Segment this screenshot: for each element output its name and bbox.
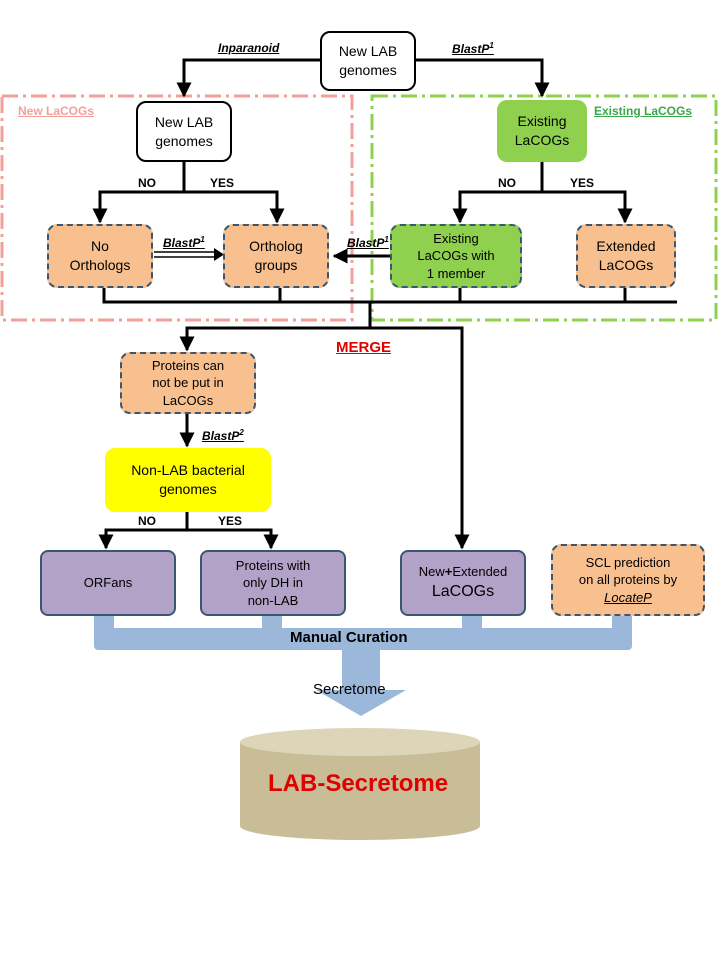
database-cylinder: [240, 728, 480, 840]
right-yes-label: YES: [570, 176, 595, 190]
arrow-inparanoid: [176, 58, 320, 98]
orfans-box: ORFans: [40, 550, 176, 616]
lab-secretome-database-label: LAB-Secretome: [268, 770, 449, 797]
new-extended-lacogs-box: New+Extended LaCOGs: [400, 550, 526, 616]
inparanoid-label: Inparanoid: [218, 41, 280, 55]
arrow-new-extended: [370, 326, 470, 550]
lower-yes-label: YES: [218, 514, 243, 528]
arrow-orfans: [98, 528, 187, 550]
merge-label: MERGE: [336, 339, 392, 356]
arrow-extended: [542, 190, 633, 224]
arrow-one-member: [452, 190, 542, 224]
arrow-only-dh: [187, 528, 279, 550]
blastp-mid-right-label: BlastP1: [347, 235, 389, 250]
arrow-no-orthologs: [92, 190, 184, 224]
arrow-ortholog-groups: [184, 190, 285, 224]
scl-prediction-box: SCL prediction on all proteins by Locate…: [551, 544, 705, 616]
secretome-label: Secretome: [313, 681, 386, 698]
blastp-lower-label: BlastP2: [202, 428, 244, 443]
right-no-label: NO: [498, 176, 516, 190]
curation-bar: [94, 612, 632, 716]
blastp-top-label: BlastP1: [452, 41, 494, 56]
manual-curation-label: Manual Curation: [290, 629, 408, 646]
left-yes-label: YES: [210, 176, 235, 190]
existing-lacogs-frame: [370, 94, 718, 322]
new-lacogs-section-title: New LaCOGs: [18, 104, 95, 118]
existing-lacogs-section-title: Existing LaCOGs: [594, 104, 693, 118]
arrow-blastp-top: [416, 58, 550, 98]
blastp-mid-left-label: BlastP1: [163, 235, 205, 250]
lower-no-label: NO: [138, 514, 156, 528]
arrow-cannot-put: [179, 326, 370, 352]
new-lab-genomes-top: New LAB genomes: [320, 31, 416, 91]
left-no-label: NO: [138, 176, 156, 190]
